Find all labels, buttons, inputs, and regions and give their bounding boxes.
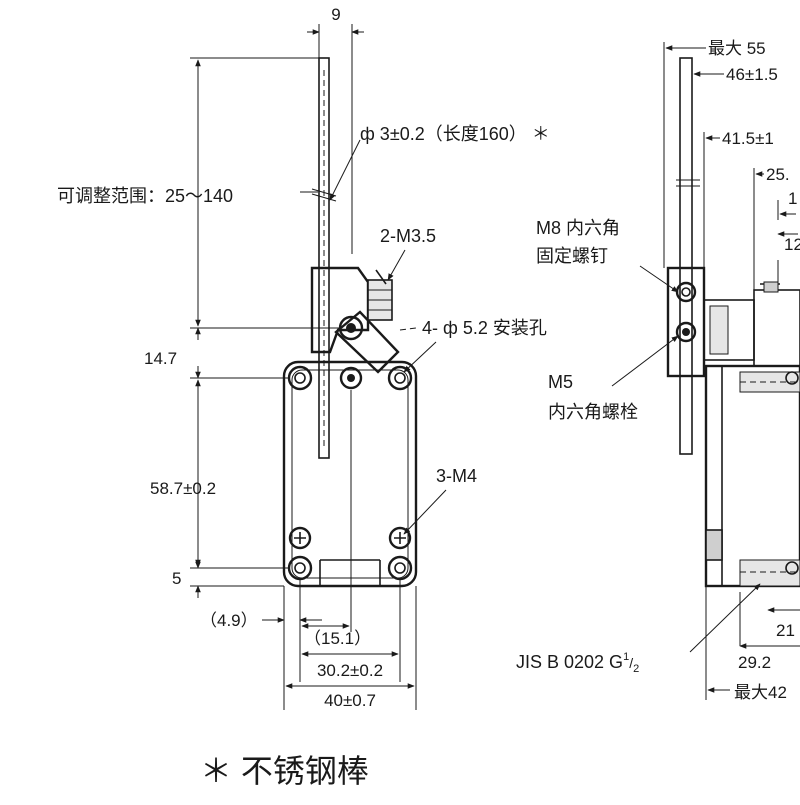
stainless-rod xyxy=(311,57,337,459)
switch-body xyxy=(282,360,418,588)
jis-label: JIS B 0202 G1/2 xyxy=(516,651,639,675)
lever-arm xyxy=(310,266,400,374)
dim-5-label: 5 xyxy=(172,569,181,588)
dim-29-2-label: 29.2 xyxy=(738,653,771,672)
screw-2m35-label: 2-M3.5 xyxy=(380,226,436,246)
dim-9: 9 xyxy=(307,5,364,254)
m5-callout: M5 内六角螺栓 xyxy=(548,335,679,422)
dim-41-5-label: 41.5±1 xyxy=(722,129,774,148)
screw-3m4-label: 3-M4 xyxy=(436,466,477,486)
jis-callout: JIS B 0202 G1/2 xyxy=(516,583,761,675)
dim-30-2-label: 30.2±0.2 xyxy=(317,661,383,680)
dim-58-7-label: 58.7±0.2 xyxy=(150,479,216,498)
dim-46-label: 46±1.5 xyxy=(726,65,778,84)
rod-spec: ф 3±0.2（长度160） ＊ xyxy=(329,124,550,201)
jis-sub: 2 xyxy=(633,663,639,675)
dim-41-5: 41.5±1 xyxy=(703,129,774,268)
dim-max55: 最大 55 xyxy=(663,39,766,268)
side-view: 最大 55 46±1.5 41.5±1 25. 1 12 M8 内六角 固定螺钉 xyxy=(516,39,800,702)
dim-14-7-label: 14.7 xyxy=(144,349,177,368)
dim-25: 25. xyxy=(753,165,790,290)
dim-12-label: 12 xyxy=(784,235,800,254)
dim-14-7: 14.7 xyxy=(144,327,290,379)
dim-46: 46±1.5 xyxy=(693,65,778,84)
dim-max55-label: 最大 55 xyxy=(708,39,766,58)
clamp-block xyxy=(666,266,706,378)
screw-2m35: 2-M3.5 xyxy=(380,226,436,281)
jis-base: JIS B 0202 G xyxy=(516,652,623,672)
m8-callout: M8 内六角 固定螺钉 xyxy=(536,218,679,293)
dim-15-1-label: （15.1） xyxy=(304,629,371,648)
footnote: ＊ 不锈钢棒 xyxy=(200,753,369,789)
mount-holes-label: 4- ф 5.2 安装孔 xyxy=(422,318,547,338)
side-bottom-dims: 21 29.2 最大42 xyxy=(705,586,800,702)
m8-line2: 固定螺钉 xyxy=(536,246,608,266)
screw-3m4: 3-M4 xyxy=(403,466,477,535)
dim-4-9-label: （4.9） xyxy=(200,611,258,630)
dim-5: 5 xyxy=(172,556,284,598)
dim-9-label: 9 xyxy=(331,5,340,24)
bottom-dims: （4.9） （15.1） 30.2±0.2 40±0.7 xyxy=(200,390,417,710)
rod-spec-label: ф 3±0.2（长度160） ＊ xyxy=(360,124,550,144)
dim-21-label: 21 xyxy=(776,621,795,640)
m5-line2: 内六角螺栓 xyxy=(548,402,638,422)
m8-line1: M8 内六角 xyxy=(536,218,620,238)
dim-adjust-range: 可调整范围：25～140 xyxy=(57,57,340,329)
m5-line1: M5 xyxy=(548,372,573,392)
rod-side xyxy=(679,57,693,455)
dim-max42-label: 最大42 xyxy=(734,683,787,702)
dim-25-label: 25. xyxy=(766,165,790,184)
adjust-range-label: 可调整范围：25～140 xyxy=(57,186,233,206)
jis-sup: 1 xyxy=(623,651,629,663)
front-view: 9 可调整范围：25～140 ф 3±0.2（长度160） ＊ 2-M3.5 4… xyxy=(57,5,550,710)
body-side xyxy=(704,364,800,588)
dim-58-7: 58.7±0.2 xyxy=(150,379,290,569)
dim-40-label: 40±0.7 xyxy=(324,691,376,710)
dim-1a-label: 1 xyxy=(788,189,797,208)
mount-holes: 4- ф 5.2 安装孔 xyxy=(399,318,547,373)
head-side xyxy=(703,281,800,367)
